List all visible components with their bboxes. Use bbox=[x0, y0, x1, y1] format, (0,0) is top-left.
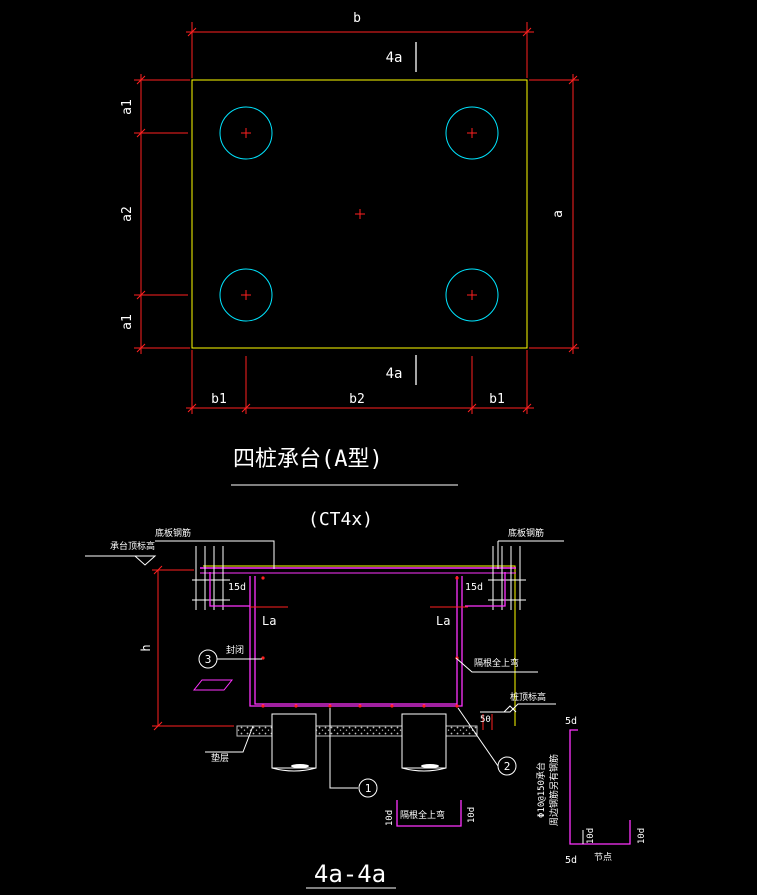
detail-bar-label: 隔根全上弯 bbox=[400, 809, 445, 821]
dim-15d-left: 15d bbox=[228, 582, 246, 593]
dim-a-label: a bbox=[551, 210, 566, 218]
section-mark-top-label: 4a bbox=[386, 50, 403, 66]
bottom-bar-label-left: 底板钢筋 bbox=[155, 527, 191, 539]
plan-title: 四桩承台(A型) bbox=[233, 447, 383, 472]
dim-a bbox=[529, 74, 579, 354]
dim-b1-left-label: b1 bbox=[211, 392, 227, 407]
center-marks bbox=[241, 128, 477, 300]
pile-circles bbox=[219, 106, 499, 322]
section-title: 4a-4a bbox=[314, 860, 386, 888]
pile-sections bbox=[271, 713, 447, 769]
section-outline bbox=[203, 565, 516, 726]
dim-la-left: La bbox=[262, 614, 276, 628]
dim-a-chain bbox=[134, 74, 190, 354]
dim-b-chain bbox=[186, 350, 534, 414]
dim-b1-right-label: b1 bbox=[489, 392, 505, 407]
callout-1-text: 1 bbox=[365, 782, 372, 795]
plan-view: b 4a a a1 a2 a1 4a b1 b2 b1 bbox=[120, 11, 579, 414]
spec-text-1: Φ10@150承台 bbox=[535, 762, 547, 818]
dim-5d-bottom: 5d bbox=[565, 855, 577, 866]
dim-b-label: b bbox=[353, 11, 361, 26]
pile-bottom-left bbox=[219, 268, 273, 322]
dim-10d-a: 10d bbox=[385, 810, 395, 826]
pile-bottom-right bbox=[445, 268, 499, 322]
detail-right-bar bbox=[569, 729, 631, 845]
section-mark-bottom-label: 4a bbox=[386, 366, 403, 382]
dim-h-label: h bbox=[139, 644, 153, 651]
dim-10d-b: 10d bbox=[467, 807, 477, 823]
corner-bar-label: 隔根全上弯 bbox=[474, 657, 519, 669]
bottom-bar-label-right: 底板钢筋 bbox=[508, 527, 544, 539]
pile-top-left bbox=[219, 106, 273, 160]
cushion-layer bbox=[236, 725, 478, 737]
dim-10d-d: 10d bbox=[637, 828, 647, 844]
spec-text-2: 周边钢筋另有钢筋 bbox=[548, 754, 560, 826]
callout-2-text: 2 bbox=[504, 760, 511, 773]
cushion-label: 垫层 bbox=[211, 752, 229, 764]
dim-a1-top-label: a1 bbox=[120, 99, 135, 115]
rebar-cage bbox=[209, 572, 506, 707]
dim-5d-top: 5d bbox=[565, 716, 577, 727]
dim-50: 50 bbox=[480, 715, 491, 725]
cap-outline bbox=[191, 79, 528, 349]
dim-a2-label: a2 bbox=[120, 206, 135, 222]
callout-2 bbox=[497, 756, 517, 776]
side-bar-label: 封闭 bbox=[226, 644, 244, 656]
section-symbol bbox=[192, 679, 234, 691]
plan-code: (CT4x) bbox=[308, 509, 373, 530]
dim-a1-bottom-label: a1 bbox=[120, 314, 135, 330]
detail-bar-u bbox=[396, 800, 462, 827]
pile-top-right bbox=[445, 106, 499, 160]
pile-top-label: 桩顶标高 bbox=[510, 691, 546, 703]
dim-15d-right: 15d bbox=[465, 582, 483, 593]
dim-10d-c: 10d bbox=[586, 828, 596, 844]
callout-1 bbox=[358, 778, 378, 798]
cap-top-level-label: 承台顶标高 bbox=[110, 540, 155, 552]
dim-b2-label: b2 bbox=[349, 392, 365, 407]
dim-la-right: La bbox=[436, 614, 450, 628]
dim-b bbox=[186, 22, 534, 78]
detail-bottom-label: 节点 bbox=[594, 852, 612, 863]
callout-3-text: 3 bbox=[205, 653, 212, 666]
section-view: 承台顶标高 底板钢筋 底板钢筋 bbox=[85, 527, 647, 889]
